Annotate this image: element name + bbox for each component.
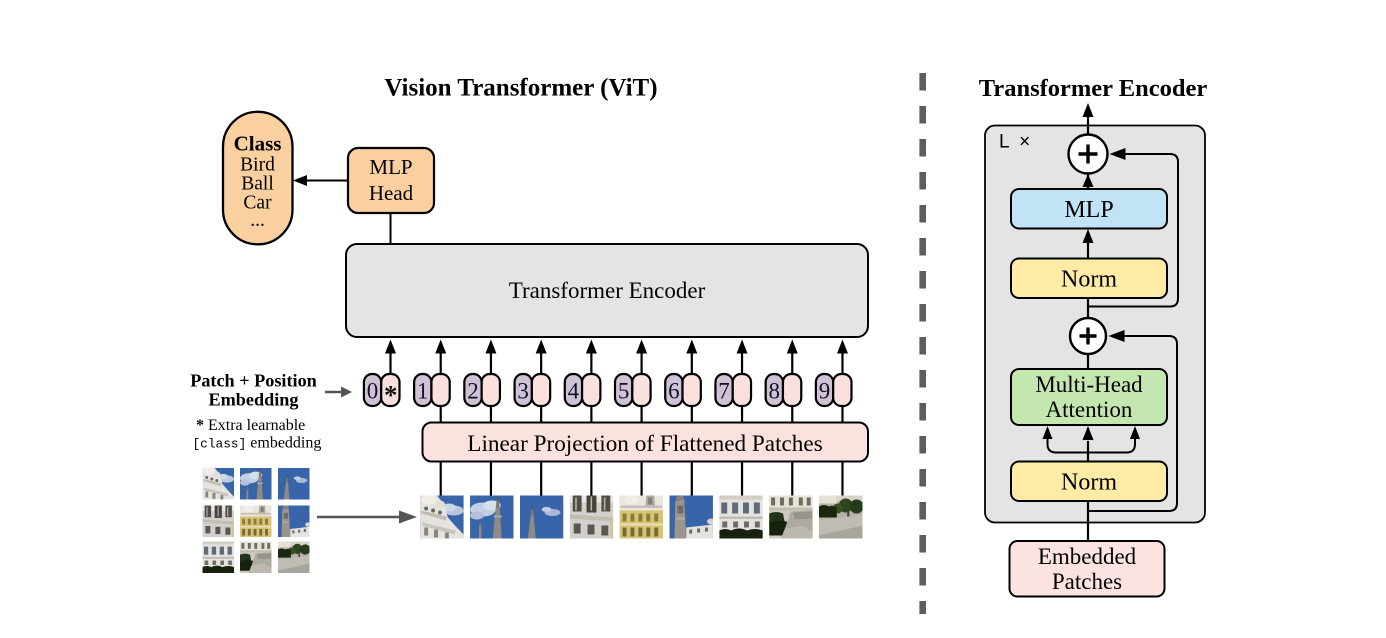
svg-text:MLP: MLP bbox=[369, 155, 412, 179]
svg-text:* Extra learnable: * Extra learnable bbox=[196, 417, 305, 434]
svg-text:Car: Car bbox=[243, 193, 272, 214]
svg-text:Head: Head bbox=[369, 181, 414, 205]
svg-text:Linear Projection of Flattened: Linear Projection of Flattened Patches bbox=[467, 431, 822, 457]
svg-text:MLP: MLP bbox=[1064, 197, 1113, 223]
svg-text:Multi-Head: Multi-Head bbox=[1035, 372, 1143, 397]
svg-text:Class: Class bbox=[234, 132, 282, 156]
svg-text:*: * bbox=[384, 380, 398, 410]
svg-text:Patch + Position: Patch + Position bbox=[190, 371, 317, 391]
svg-text:Transformer Encoder: Transformer Encoder bbox=[979, 75, 1208, 102]
svg-text:7: 7 bbox=[718, 379, 730, 404]
svg-text:0: 0 bbox=[367, 379, 379, 404]
svg-text:9: 9 bbox=[819, 379, 831, 404]
svg-text:Attention: Attention bbox=[1046, 397, 1133, 422]
svg-text:Embedded: Embedded bbox=[1038, 544, 1137, 569]
svg-text:Norm: Norm bbox=[1061, 267, 1117, 293]
svg-text:5: 5 bbox=[618, 379, 630, 404]
svg-text:...: ... bbox=[250, 210, 265, 231]
svg-text:L ×: L × bbox=[999, 132, 1033, 153]
svg-text:Patches: Patches bbox=[1052, 569, 1122, 594]
svg-text:Vision Transformer (ViT): Vision Transformer (ViT) bbox=[384, 75, 657, 102]
svg-text:Bird: Bird bbox=[240, 155, 275, 176]
svg-text:8: 8 bbox=[769, 379, 781, 404]
svg-text:3: 3 bbox=[517, 379, 529, 404]
svg-text:Norm: Norm bbox=[1061, 470, 1117, 496]
svg-text:Ball: Ball bbox=[241, 174, 274, 195]
svg-text:[class] embedding: [class] embedding bbox=[193, 435, 322, 452]
svg-text:6: 6 bbox=[668, 379, 680, 404]
svg-text:Transformer Encoder: Transformer Encoder bbox=[509, 278, 706, 303]
svg-text:1: 1 bbox=[417, 379, 429, 404]
svg-text:Embedding: Embedding bbox=[209, 390, 299, 410]
svg-text:4: 4 bbox=[568, 379, 580, 404]
svg-text:2: 2 bbox=[467, 379, 479, 404]
